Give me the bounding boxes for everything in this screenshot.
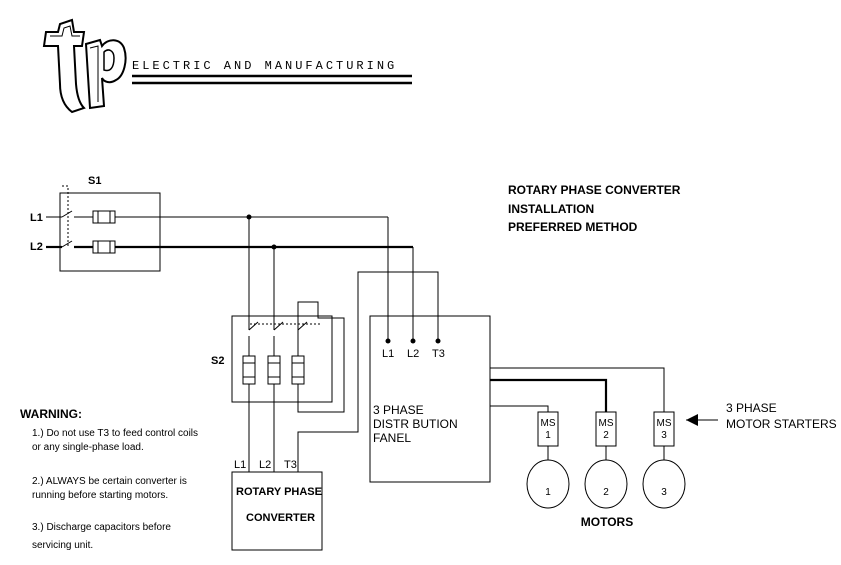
motor-starter-3: MS 3 [653, 411, 675, 447]
s1-switch-blade-1 [61, 210, 73, 218]
converter-terminal-l2: L2 [259, 459, 271, 471]
converter-box [231, 471, 323, 551]
motor-1-number: 1 [545, 487, 551, 498]
s1-disconnect: S1 L1 L2 [30, 175, 413, 272]
starter-2-number: 2 [603, 430, 609, 441]
s2-disconnect: S2 [211, 217, 439, 472]
s1-fuse-2 [92, 240, 116, 254]
s1-fuse-1 [92, 210, 116, 224]
s1-label: S1 [88, 175, 101, 187]
s2-fuse-3 [291, 355, 305, 385]
starter-1-label: MS [541, 418, 556, 429]
converter-terminal-l1: L1 [234, 459, 246, 471]
warning-line-4: running before starting motors. [32, 490, 168, 501]
panel-terminal-l2: L2 [407, 348, 419, 360]
s1-enclosure [59, 192, 161, 272]
motor-2: 2 [584, 459, 628, 509]
starters-note-line-2: MOTOR STARTERS [726, 417, 837, 431]
motor-3: 3 [642, 459, 686, 509]
starters-note: 3 PHASE MOTOR STARTERS [686, 401, 837, 431]
starters-note-line-1: 3 PHASE [726, 401, 777, 415]
motors-label: MOTORS [581, 515, 633, 529]
panel-label-line-2: DISTR BUTION [373, 417, 458, 431]
warning-line-1: 1.) Do not use T3 to feed control coils [32, 428, 198, 439]
s2-fuse-2 [267, 355, 281, 385]
warning-line-3: 2.) ALWAYS be certain converter is [32, 476, 187, 487]
warning-line-5: 3.) Discharge capacitors before [32, 522, 171, 533]
rotary-phase-converter: ROTARY PHASE CONVERTER L1 L2 T3 [231, 459, 323, 551]
s2-label: S2 [211, 355, 224, 367]
s1-switch-blade-2 [61, 240, 73, 248]
title-line-2: INSTALLATION [508, 202, 594, 216]
starter-feeders [490, 367, 665, 460]
motor-3-number: 3 [661, 487, 667, 498]
company-tagline: ELECTRIC AND MANUFACTURING [132, 59, 397, 73]
arrow-left-icon [686, 414, 698, 426]
motor-starters: MS 1 MS 2 MS 3 [537, 411, 675, 447]
warning-line-2: or any single-phase load. [32, 442, 144, 453]
converter-label-line-1: ROTARY PHASE [236, 486, 322, 498]
warning-title: WARNING: [20, 407, 82, 421]
motor-1: 1 [526, 459, 570, 509]
converter-terminal-t3: T3 [284, 459, 297, 471]
panel-terminal-l1: L1 [382, 348, 394, 360]
panel-label-line-1: 3 PHASE [373, 403, 424, 417]
motor-2-number: 2 [603, 487, 609, 498]
panel-box [369, 315, 491, 483]
warning-line-6: servicing unit. [32, 540, 93, 551]
s2-enclosure [231, 315, 333, 403]
panel-label-line-3: FANEL [373, 431, 411, 445]
motors: 1 2 3 MOTORS [526, 459, 686, 529]
panel-terminal-dot-l1 [385, 338, 391, 344]
s1-l1-label: L1 [30, 212, 43, 224]
converter-label-line-2: CONVERTER [246, 512, 315, 524]
motor-starter-2: MS 2 [595, 411, 617, 447]
panel-terminal-dot-l2 [410, 338, 416, 344]
title-line-3: PREFERRED METHOD [508, 220, 638, 234]
starter-2-label: MS [599, 418, 614, 429]
distribution-panel: L1 L2 T3 3 PHASE DISTR BUTION FANEL [369, 217, 491, 483]
starter-3-number: 3 [661, 430, 667, 441]
diagram-title: ROTARY PHASE CONVERTER INSTALLATION PREF… [508, 183, 681, 234]
starter-1-number: 1 [545, 430, 551, 441]
company-logo: ELECTRIC AND MANUFACTURING [42, 18, 412, 114]
s1-l2-label: L2 [30, 241, 43, 253]
panel-terminal-dot-t3 [435, 338, 441, 344]
warning-notes: WARNING: 1.) Do not use T3 to feed contr… [20, 407, 198, 551]
starter-3-label: MS [657, 418, 672, 429]
motor-starter-1: MS 1 [537, 411, 559, 447]
title-line-1: ROTARY PHASE CONVERTER [508, 183, 681, 197]
panel-terminal-t3: T3 [432, 348, 445, 360]
s2-fuse-1 [242, 355, 256, 385]
logo-mark [42, 18, 127, 114]
